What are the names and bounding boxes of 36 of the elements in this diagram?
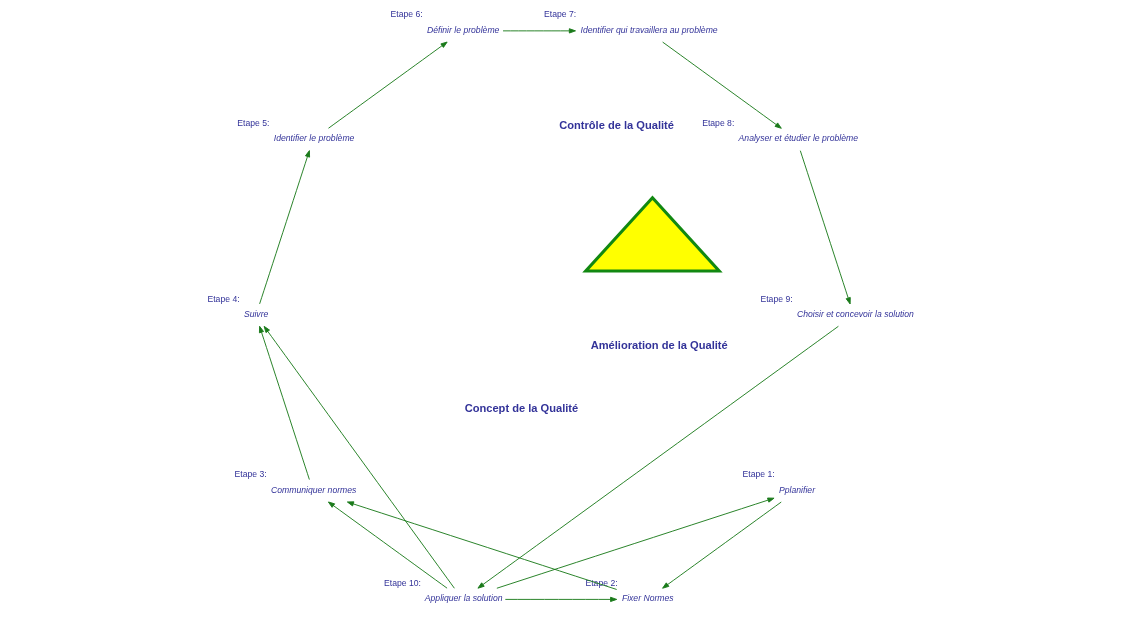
arrow (258, 150, 310, 305)
node-text: Fixer Normes (621, 593, 674, 604)
arrow (504, 596, 617, 603)
arrow (258, 325, 310, 481)
node-label: Etape 10: (383, 577, 421, 588)
node-text: Identifier qui travaillera au problème (580, 24, 718, 35)
node-text: Définir le problème (426, 24, 499, 35)
node-text: Pplanifier (778, 484, 815, 495)
label: Contrôle de la Qualité (558, 118, 674, 131)
node-label: Etape 8: (701, 117, 734, 128)
node-text: Suivre (243, 308, 268, 319)
node-text: Analyser et étudier le problème (738, 133, 858, 144)
arrow (327, 501, 448, 589)
node-label: Etape 3: (234, 469, 267, 480)
node-text: Choisir et concevoir la solution (796, 308, 914, 319)
arrow (263, 325, 455, 589)
node-label: Etape 7: (543, 9, 576, 20)
node-label: Etape 6: (390, 9, 423, 20)
arrow (495, 497, 774, 589)
arrow (502, 28, 576, 34)
node-label: Etape 5: (236, 117, 270, 128)
label: Concept de la Qualité (464, 402, 578, 415)
arrow (661, 501, 782, 589)
node-label: Etape 1: (742, 469, 775, 480)
arrow (476, 325, 839, 589)
node-text: Appliquer la solution (424, 593, 502, 604)
arrow (799, 150, 851, 305)
node-label: Etape 4: (206, 293, 240, 304)
arrow (661, 41, 782, 129)
label: Amélioration de la Qualité (590, 339, 728, 352)
node-triangle (581, 195, 723, 273)
arrow (327, 41, 448, 129)
arrow (346, 501, 617, 590)
node-text: Identifier le problème (273, 133, 354, 144)
node-label: Etape 9: (759, 293, 793, 304)
node-text: Communiquer normes (270, 484, 356, 495)
